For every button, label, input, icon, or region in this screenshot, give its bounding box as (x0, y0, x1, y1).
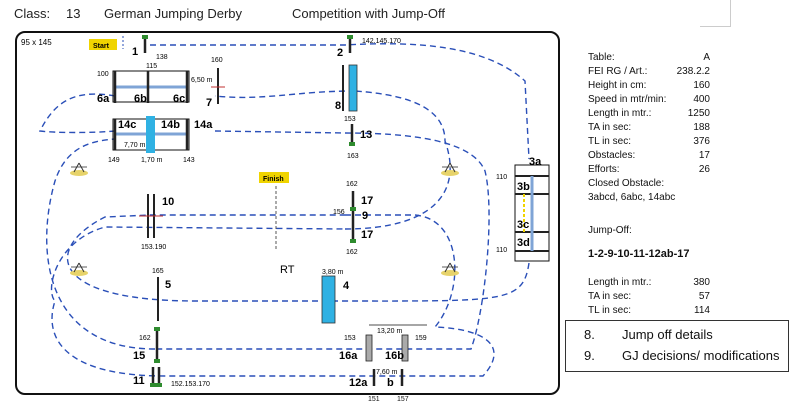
obstacle-14b-label: 14b (161, 119, 180, 131)
obstacle-15-label: 15 (133, 350, 145, 362)
obstacle-8-water (348, 64, 358, 112)
page-corner (700, 0, 731, 27)
closed-obstacle-label: Closed Obstacle: (588, 178, 665, 189)
table-row: Height in cm: 160 (588, 80, 710, 91)
obstacle-12b-label: b (387, 377, 394, 389)
measure-2: 142.145.170 (362, 38, 401, 45)
obstacle-16a-bar (365, 334, 373, 362)
arena-border (15, 31, 560, 395)
finish-marker (259, 172, 289, 183)
obstacle-6b-label: 6b (134, 93, 147, 105)
measure-16-153: 153 (344, 335, 356, 342)
obstacle-1-label: 1 (132, 46, 138, 58)
obstacle-3c-label: 3c (517, 219, 529, 231)
class-number: 13 (66, 6, 81, 21)
obstacle-16a-label: 16a (339, 350, 358, 362)
course-plan: 95 x 145 Start 1 138 2 142.145.170 6a 6b… (15, 31, 560, 395)
measure-6-100: 100 (97, 71, 109, 78)
measure-8: 153 (344, 116, 356, 123)
obstacle-17b-label: 17 (361, 229, 373, 241)
measure-14-143: 143 (183, 157, 195, 164)
finish-label: Finish (263, 176, 284, 183)
obstacle-16b-bar (401, 334, 409, 362)
measure-10: 153.190 (141, 244, 166, 251)
obstacle-3d-label: 3d (517, 237, 530, 249)
obstacle-14b-water (146, 116, 155, 153)
measure-14-149: 149 (108, 157, 120, 164)
measure-14-dist: 7,70 m (124, 142, 146, 149)
start-label: Start (93, 43, 110, 50)
obstacle-13-label: 13 (360, 129, 372, 141)
obstacle-6c-label: 6c (173, 93, 185, 105)
jumpoff-sequence: 1-2-9-10-11-12ab-17 (588, 248, 690, 260)
measure-6-dist: 6,50 m (191, 77, 213, 84)
obstacle-14c-label: 14c (118, 119, 136, 131)
obstacle-6a-label: 6a (97, 93, 110, 105)
course-path (38, 43, 530, 377)
obstacle-3b-label: 3b (517, 181, 530, 193)
measure-16-dist: 13,20 m (377, 328, 402, 335)
table-row: Efforts: 26 (588, 164, 710, 175)
start-marker (89, 39, 117, 50)
competition-name: German Jumping Derby (104, 6, 242, 21)
measure-6-115: 115 (146, 63, 157, 70)
obstacle-16b-label: 16b (385, 350, 404, 362)
obstacle-5-label: 5 (165, 279, 171, 291)
obstacle-11-label: 11 (133, 375, 145, 387)
measure-14-width: 1,70 m (141, 157, 163, 164)
obstacle-3a-label: 3a (529, 156, 542, 168)
table-row: Table: A (588, 52, 710, 63)
obstacle-9-label: 9 (362, 210, 368, 222)
measure-3-110b: 110 (496, 247, 507, 254)
table-row: Obstacles: 17 (588, 150, 710, 161)
rt-label: RT (280, 264, 295, 276)
table-row: Speed in mtr/min: 400 (588, 94, 710, 105)
jumpoff-label: Jump-Off: (588, 225, 632, 236)
obstacle-4-label: 4 (343, 280, 350, 292)
table-row: FEI RG / Art.: 238.2.2 (588, 66, 710, 77)
obstacle-7-label: 7 (206, 97, 212, 109)
measure-1: 138 (156, 54, 168, 61)
table-row: TL in sec: 376 (588, 136, 710, 147)
table-row: TA in sec: 57 (588, 291, 710, 302)
measure-17-162a: 162 (346, 181, 358, 188)
measure-17-162b: 162 (346, 249, 358, 256)
obstacle-14a-label: 14a (194, 119, 213, 131)
measure-16-159: 159 (415, 335, 427, 342)
arena-size: 95 x 145 (21, 38, 52, 47)
obstacle-4-water (321, 275, 336, 324)
table-row: TL in sec: 114 (588, 305, 710, 316)
measure-12-151-label: 151 (368, 396, 380, 403)
measure-12-157-label: 157 (397, 396, 409, 403)
table-row: TA in sec: 188 (588, 122, 710, 133)
measure-13: 163 (347, 153, 359, 160)
measure-4-width: 3,80 m (322, 269, 344, 276)
measure-3-110a: 110 (496, 174, 507, 181)
measure-12-dist: 7,60 m (376, 369, 398, 376)
obstacle-8-label: 8 (335, 100, 341, 112)
measure-11: 152.153.170 (171, 381, 210, 388)
notes-box: 8.Jump off details 9.GJ decisions/ modif… (565, 320, 789, 372)
class-label: Class: (14, 6, 51, 21)
measure-15: 162 (139, 335, 151, 342)
measure-5: 165 (152, 268, 164, 275)
table-row: Length in mtr.: 380 (588, 277, 710, 288)
obstacle-12a-label: 12a (349, 377, 368, 389)
note-item: 9.GJ decisions/ modifications (584, 348, 780, 363)
obstacle-6-box (112, 70, 190, 103)
table-row: Length in mtr.: 1250 (588, 108, 710, 119)
measure-9: 156 (333, 209, 345, 216)
note-item: 8.Jump off details (584, 327, 713, 342)
obstacle-17a-label: 17 (361, 195, 373, 207)
obstacle-10-label: 10 (162, 196, 174, 208)
obstacle-2-label: 2 (337, 47, 343, 59)
closed-obstacle-value: 3abcd, 6abc, 14abc (588, 192, 676, 203)
competition-type: Competition with Jump-Off (292, 6, 445, 21)
measure-7: 160 (211, 57, 223, 64)
